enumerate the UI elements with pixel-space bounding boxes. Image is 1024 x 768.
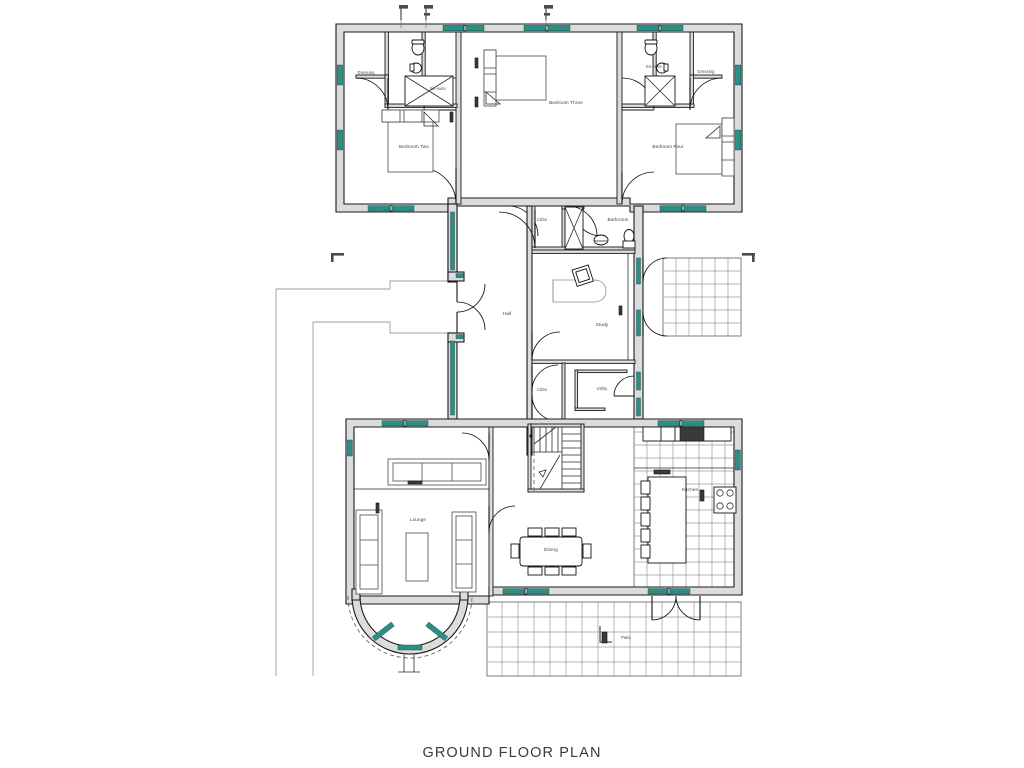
bathroom-walls xyxy=(531,205,636,251)
entrance-doors xyxy=(456,281,486,333)
room-label-bedroom-two: Bedroom Two xyxy=(399,144,429,149)
bathroom-fixtures xyxy=(498,205,636,249)
room-label-dressing-right: Dressing xyxy=(698,69,716,74)
room-label-dressing-left: Dressing xyxy=(358,70,376,75)
room-label-study: Study xyxy=(596,322,609,327)
patio-marker xyxy=(599,626,612,644)
room-label-ensuite-right: En-suite xyxy=(646,64,662,69)
upper-block-walls xyxy=(335,23,743,213)
staircase xyxy=(527,423,585,493)
upper-block-windows xyxy=(337,24,742,212)
utility-walls xyxy=(531,362,635,422)
room-label-cubs-upper: Cbbs xyxy=(537,217,547,222)
room-label-kitchen: Kitchen xyxy=(682,487,699,492)
lower-block-windows xyxy=(347,420,741,595)
paving-right-terrace xyxy=(662,257,742,337)
corner-marker-right xyxy=(742,253,755,262)
site-boundary-lines xyxy=(275,280,457,676)
room-label-cubs-lower: Cbbs xyxy=(537,387,547,392)
room-label-bedroom-three: Bedroom Three xyxy=(549,100,583,105)
central-block-windows xyxy=(450,211,641,417)
lounge-furniture xyxy=(355,458,487,595)
study-furniture xyxy=(531,264,623,361)
terrace-french-doors-right[interactable] xyxy=(642,257,668,337)
section-marker-b xyxy=(424,5,433,28)
lower-block-partitions xyxy=(354,426,734,597)
room-label-bathroom: Bathroom xyxy=(607,217,628,222)
room-label-utility: Utility xyxy=(597,386,609,391)
room-label-lounge: Lounge xyxy=(410,517,427,522)
paving-patio xyxy=(486,601,742,677)
page-title-text: GROUND FLOOR PLAN xyxy=(422,745,602,761)
upper-block-fixtures xyxy=(381,39,735,177)
corner-marker-left xyxy=(331,253,344,262)
room-label-bedroom-four: Bedroom Four xyxy=(652,144,683,149)
section-marker-a xyxy=(399,5,408,28)
room-label-ensuite-left: En-suite xyxy=(430,86,446,91)
page-title: GROUND FLOOR PLAN xyxy=(0,744,1024,762)
room-label-hall: Hall xyxy=(503,311,512,316)
patio-french-doors[interactable] xyxy=(651,595,701,621)
room-label-patio: Patio xyxy=(621,635,631,640)
central-block-walls xyxy=(447,203,644,456)
kitchen-furniture xyxy=(640,426,737,564)
section-marker-c xyxy=(544,5,553,28)
study-walls xyxy=(531,249,636,364)
room-label-dining: Dining xyxy=(544,547,558,552)
dining-furniture xyxy=(510,527,592,576)
